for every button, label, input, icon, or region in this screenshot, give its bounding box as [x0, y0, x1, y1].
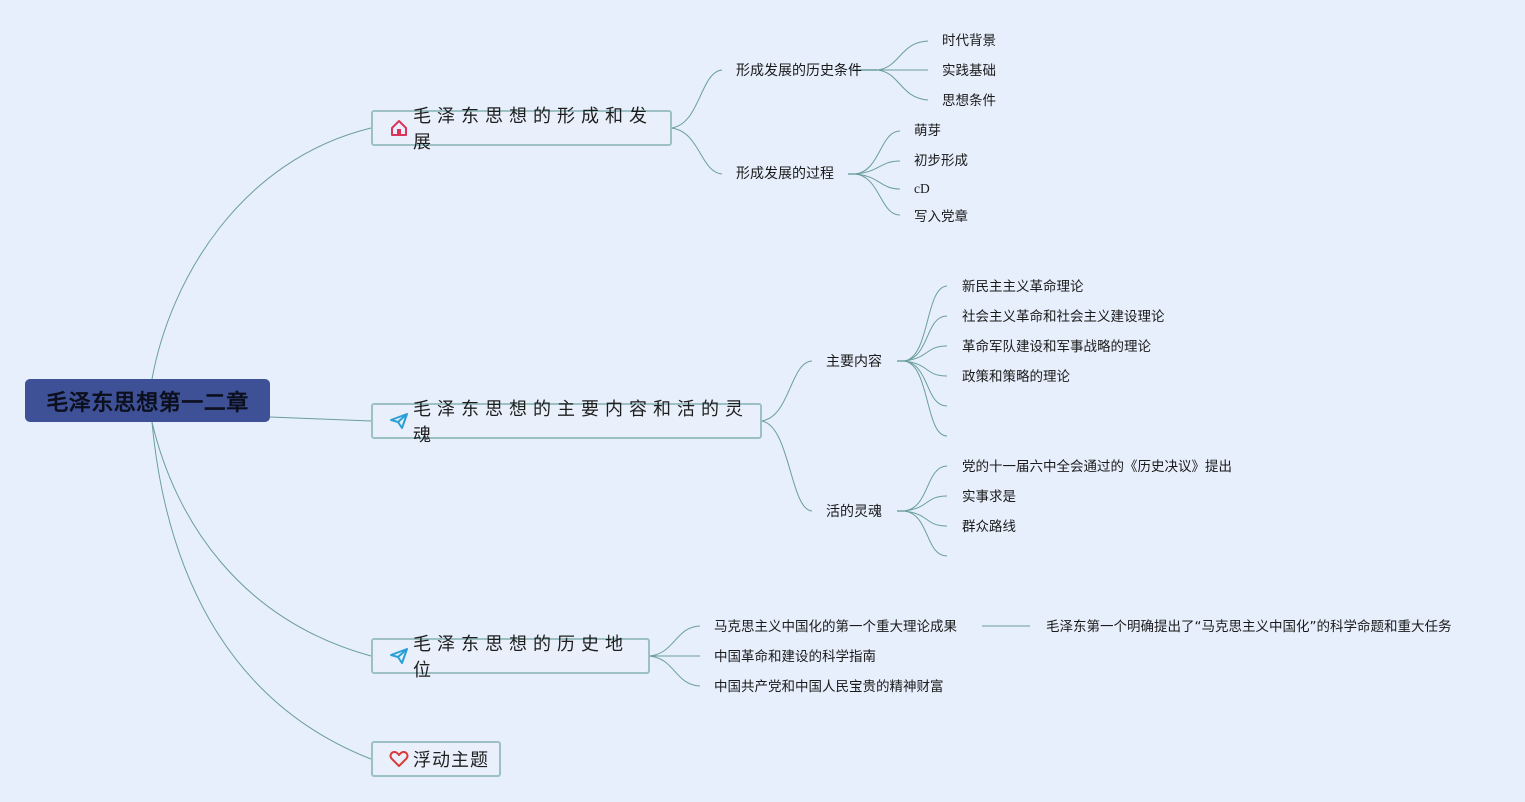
main-topic-label: 毛泽东思想的历史地位 — [413, 634, 629, 681]
connector-root-topic-1 — [151, 127, 372, 380]
main-topic-label: 毛泽东思想的形成和发展 — [413, 106, 653, 153]
main-topic-label: 浮动主题 — [413, 750, 489, 771]
paper-plane-icon — [389, 646, 409, 666]
subtopic-main-content[interactable]: 主要内容 — [826, 354, 882, 370]
subtopic-process[interactable]: 形成发展的过程 — [736, 166, 834, 182]
main-topic-formation[interactable]: 毛泽东思想的形成和发展 — [371, 106, 672, 153]
root-topic[interactable]: 毛泽东思想第一二章 — [25, 379, 270, 422]
leaf-node[interactable]: 政策和策略的理论 — [962, 369, 1070, 385]
leaf-node[interactable]: cD — [914, 181, 930, 196]
main-topic-label: 毛泽东思想的主要内容和活的灵魂 — [413, 399, 749, 446]
home-icon — [389, 118, 409, 138]
subtopic-first-achievement[interactable]: 马克思主义中国化的第一个重大理论成果 — [714, 619, 957, 635]
leaf-node[interactable]: 实事求是 — [962, 489, 1016, 505]
leaf-node[interactable]: 萌芽 — [914, 123, 941, 139]
leaf-node[interactable]: 写入党章 — [914, 209, 968, 225]
floating-topic[interactable]: 浮动主题 — [371, 741, 501, 777]
leaf-node[interactable]: 思想条件 — [942, 93, 996, 109]
leaf-node[interactable]: 群众路线 — [962, 519, 1016, 535]
leaf-node[interactable]: 新民主主义革命理论 — [962, 279, 1084, 295]
leaf-node[interactable]: 社会主义革命和社会主义建设理论 — [962, 309, 1165, 325]
connector-t1-s2 — [670, 127, 723, 175]
connector-root-topic-3 — [151, 421, 372, 657]
leaf-node[interactable]: 实践基础 — [942, 63, 996, 79]
leaf-node[interactable]: 时代背景 — [942, 33, 996, 49]
heart-icon — [389, 749, 409, 769]
main-topic-historical-status[interactable]: 毛泽东思想的历史地位 — [371, 634, 650, 681]
subtopic-spiritual-wealth[interactable]: 中国共产党和中国人民宝贵的精神财富 — [714, 679, 944, 695]
main-topic-content-soul[interactable]: 毛泽东思想的主要内容和活的灵魂 — [371, 399, 762, 446]
leaf-node[interactable]: 初步形成 — [914, 153, 968, 169]
leaf-node[interactable]: 革命军队建设和军事战略的理论 — [962, 339, 1151, 355]
leaf-node[interactable]: 毛泽东第一个明确提出了“马克思主义中国化”的科学命题和重大任务 — [1046, 619, 1452, 635]
leaf-node[interactable]: 党的十一届六中全会通过的《历史决议》提出 — [962, 459, 1232, 475]
subtopic-history-conditions[interactable]: 形成发展的历史条件 — [736, 63, 862, 79]
connector-root-topic-4 — [151, 421, 372, 760]
connector-root-topic-2 — [269, 416, 372, 422]
paper-plane-icon — [389, 411, 409, 431]
connector-t1-s1 — [670, 69, 723, 129]
subtopic-living-soul[interactable]: 活的灵魂 — [826, 504, 882, 520]
subtopic-scientific-guide[interactable]: 中国革命和建设的科学指南 — [714, 649, 876, 665]
root-topic-label: 毛泽东思想第一二章 — [46, 390, 249, 416]
